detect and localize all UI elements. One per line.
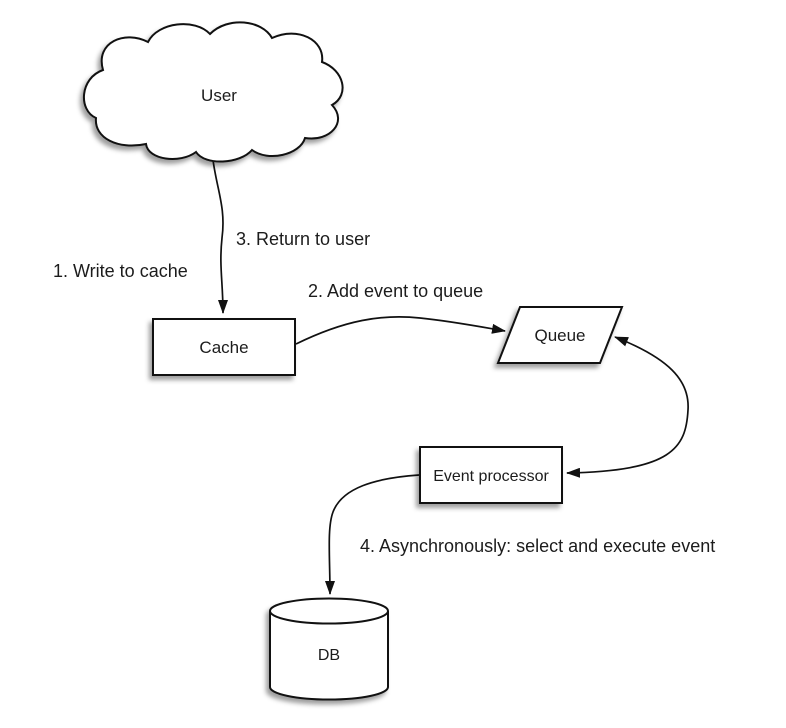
node-db: DB xyxy=(269,597,389,701)
annotation-step-4: 4. Asynchronously: select and execute ev… xyxy=(360,536,715,556)
node-cache: Cache xyxy=(152,318,296,376)
cache-label: Cache xyxy=(199,338,248,357)
node-queue: Queue xyxy=(496,306,624,364)
event-processor-label: Event processor xyxy=(433,468,549,485)
node-event-processor: Event processor xyxy=(419,446,563,504)
queue-parallelogram xyxy=(496,306,624,364)
user-label: User xyxy=(201,86,237,105)
db-cylinder-top xyxy=(269,597,389,625)
edge-cache-to-queue xyxy=(295,316,506,345)
annotation-step-1: 1. Write to cache xyxy=(53,261,188,281)
edge-queue-to-event-processor xyxy=(566,336,689,478)
db-cylinder-body xyxy=(269,611,389,701)
event-processor-box xyxy=(419,446,563,504)
db-label: DB xyxy=(318,647,340,664)
edge-event-processor-to-db xyxy=(324,474,420,595)
annotation-step-2: 2. Add event to queue xyxy=(308,281,483,301)
cache-box xyxy=(152,318,296,376)
user-cloud-shape xyxy=(82,21,344,163)
node-user: User xyxy=(82,21,344,163)
edge-user-to-cache xyxy=(212,159,228,314)
annotation-step-3: 3. Return to user xyxy=(236,229,370,249)
queue-label: Queue xyxy=(534,326,585,345)
